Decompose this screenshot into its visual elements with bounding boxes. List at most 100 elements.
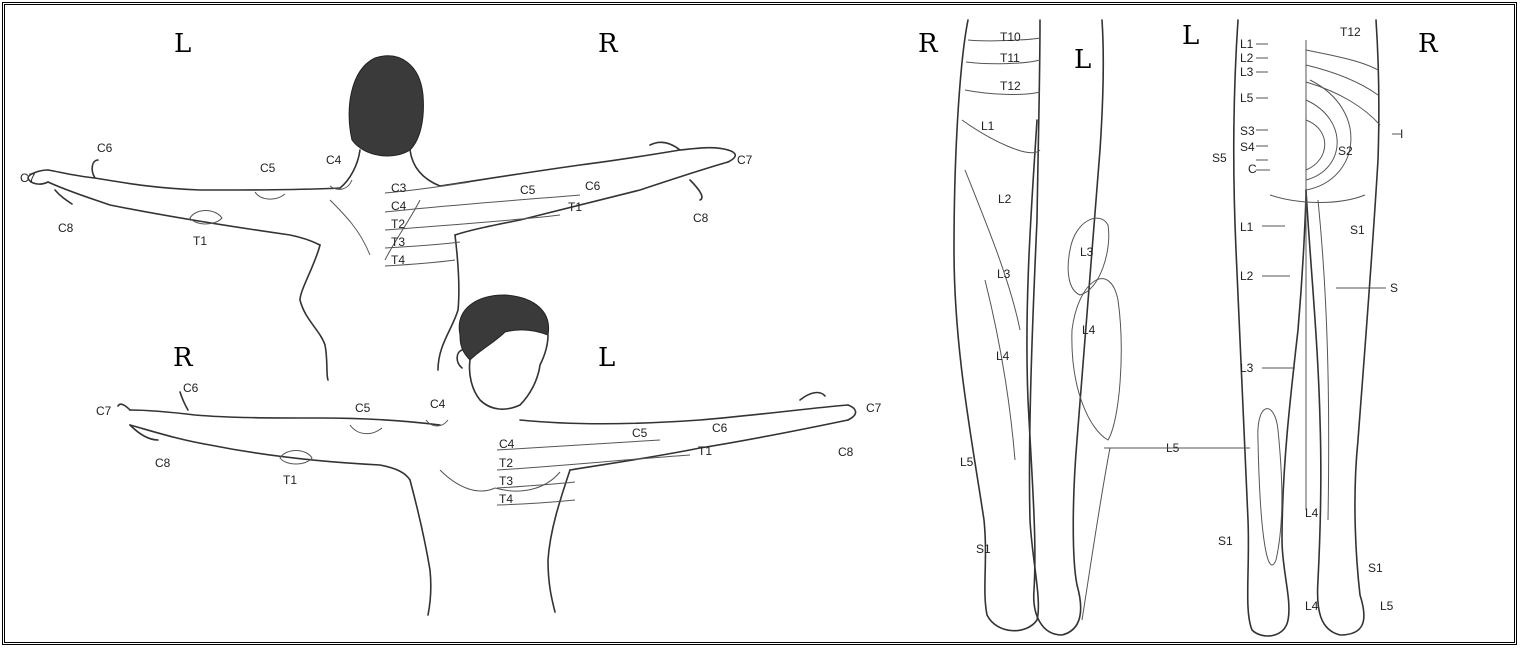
back-label-spine-c4: C4 xyxy=(391,199,407,213)
leg-front-band-l2 xyxy=(965,170,1020,330)
front-figure: C6 C7 C8 C5 C4 T1 C5 C6 C7 T1 C8 C4 T2 T… xyxy=(96,295,882,615)
side-label-back-right: R xyxy=(598,29,619,59)
back-label-spine-c3: C3 xyxy=(391,181,407,195)
leg-back-label-l4b: L4 xyxy=(1305,599,1319,613)
front-label-l-c6: C6 xyxy=(712,421,728,435)
leg-back-label-l3b: L3 xyxy=(1240,361,1254,375)
leg-back-midline xyxy=(1306,40,1329,520)
front-label-c8: C8 xyxy=(155,456,171,470)
front-band-t2 xyxy=(497,455,690,470)
back-label-r-t1: T1 xyxy=(568,200,582,214)
leg-back-label-s1b: S1 xyxy=(1218,534,1233,548)
side-label-front-left: L xyxy=(598,343,615,373)
front-torso xyxy=(410,470,570,615)
legs-back: L1 T12 L2 L3 L5 S3 S4 S5 C S2 I L1 S1 L2… xyxy=(1162,20,1403,636)
legs-front: T10 T11 T12 L1 L2 L3 L4 L5 S1 L3 L4 L5 xyxy=(954,20,1180,635)
back-scapula xyxy=(330,200,420,260)
leg-back-label-l1b: L1 xyxy=(1240,220,1254,234)
leg-back-label-s3: S3 xyxy=(1240,124,1255,138)
leg-back-label-s5: S5 xyxy=(1212,151,1227,165)
back-label-r-c8: C8 xyxy=(693,211,709,225)
front-label-c5: C5 xyxy=(355,401,371,415)
side-label-back-left: L xyxy=(174,29,191,59)
front-c5-patch xyxy=(350,425,382,434)
leg-back-label-l1: L1 xyxy=(1240,37,1254,51)
leg-back-calf-patch xyxy=(1258,409,1282,565)
back-label-r-c7: C7 xyxy=(737,153,753,167)
back-head-hair xyxy=(349,56,423,156)
front-label-l-c5: C5 xyxy=(632,426,648,440)
back-torso xyxy=(300,235,459,380)
leg-back-label-l5b: L5 xyxy=(1380,599,1394,613)
leg-back-sacral-rings xyxy=(1270,80,1365,203)
back-label-spine-t4: T4 xyxy=(391,253,405,267)
front-label-t1: T1 xyxy=(283,473,297,487)
leg-back-label-s1: S1 xyxy=(1350,223,1365,237)
leg-back-right-outline xyxy=(1306,20,1379,635)
leg-back-label-s2: S2 xyxy=(1338,144,1353,158)
leg-back-label-s: S xyxy=(1390,281,1398,295)
front-right-arm xyxy=(130,410,440,480)
back-label-c4: C4 xyxy=(326,153,342,167)
leg-front-label-s1: S1 xyxy=(976,542,991,556)
leg-front-label-l4b: L4 xyxy=(1082,323,1096,337)
side-label-leg-front-right: R xyxy=(918,29,939,59)
leg-back-label-ticks xyxy=(1162,44,1402,448)
front-label-c4: C4 xyxy=(430,397,446,411)
back-label-c7: C7 xyxy=(20,171,36,185)
front-right-hand xyxy=(118,392,188,440)
leg-back-label-l5: L5 xyxy=(1240,91,1254,105)
leg-front-label-l2: L2 xyxy=(998,192,1012,206)
back-figure: C6 C7 C8 C5 C4 T1 C5 C6 C7 T1 C8 C3 C4 T… xyxy=(20,56,753,380)
leg-back-label-s4: S4 xyxy=(1240,140,1255,154)
back-label-c8: C8 xyxy=(58,221,74,235)
back-label-t1: T1 xyxy=(193,234,207,248)
front-ear xyxy=(457,350,462,368)
front-band-c4 xyxy=(497,440,660,450)
side-label-leg-back-left: L xyxy=(1182,21,1199,51)
leg-front-label-l5: L5 xyxy=(960,455,974,469)
leg-front-label-l3: L3 xyxy=(997,267,1011,281)
front-label-chest-t2: T2 xyxy=(499,456,513,470)
back-label-c6: C6 xyxy=(97,141,113,155)
leg-back-label-c: C xyxy=(1248,162,1257,176)
leg-back-label-l3: L3 xyxy=(1240,65,1254,79)
front-label-l-t1: T1 xyxy=(698,444,712,458)
leg-front-label-t12: T12 xyxy=(1000,79,1021,93)
back-label-r-c5: C5 xyxy=(520,183,536,197)
leg-front-label-t11: T11 xyxy=(1000,51,1020,65)
back-right-hand xyxy=(650,142,735,200)
leg-front-label-l1: L1 xyxy=(981,119,995,133)
leg-front-label-l3b: L3 xyxy=(1080,245,1094,259)
leg-back-left-outline xyxy=(1234,20,1306,636)
side-label-front-right: R xyxy=(173,343,194,373)
leg-front-band-l3 xyxy=(985,280,1015,460)
front-left-arm xyxy=(520,405,848,470)
front-head-hair xyxy=(459,295,548,360)
back-band-c4 xyxy=(385,195,580,212)
front-label-chest-t4: T4 xyxy=(499,492,513,506)
side-label-leg-front-left: L xyxy=(1074,45,1091,75)
leg-front-l5-line xyxy=(1082,448,1162,620)
leg-front-label-t10: T10 xyxy=(1000,30,1021,44)
leg-back-label-s1c: S1 xyxy=(1368,561,1383,575)
front-label-l-c8: C8 xyxy=(838,445,854,459)
leg-front-label-l4: L4 xyxy=(996,349,1010,363)
side-label-leg-back-right: R xyxy=(1418,29,1439,59)
leg-back-label-l2b: L2 xyxy=(1240,269,1254,283)
front-label-l-c7: C7 xyxy=(866,401,882,415)
leg-front-band-l1 xyxy=(962,120,1040,153)
back-c5-patch xyxy=(255,192,285,199)
back-label-c5: C5 xyxy=(260,161,276,175)
leg-back-label-t12: T12 xyxy=(1340,25,1361,39)
back-label-r-c6: C6 xyxy=(585,179,601,193)
leg-back-label-l4: L4 xyxy=(1305,506,1319,520)
leg-back-upper-bands xyxy=(1306,50,1380,125)
front-label-c7: C7 xyxy=(96,404,112,418)
front-label-c6: C6 xyxy=(183,381,199,395)
back-label-spine-t3: T3 xyxy=(391,235,405,249)
front-label-chest-c4: C4 xyxy=(499,437,515,451)
front-label-chest-t3: T3 xyxy=(499,474,513,488)
leg-back-label-l2: L2 xyxy=(1240,51,1254,65)
